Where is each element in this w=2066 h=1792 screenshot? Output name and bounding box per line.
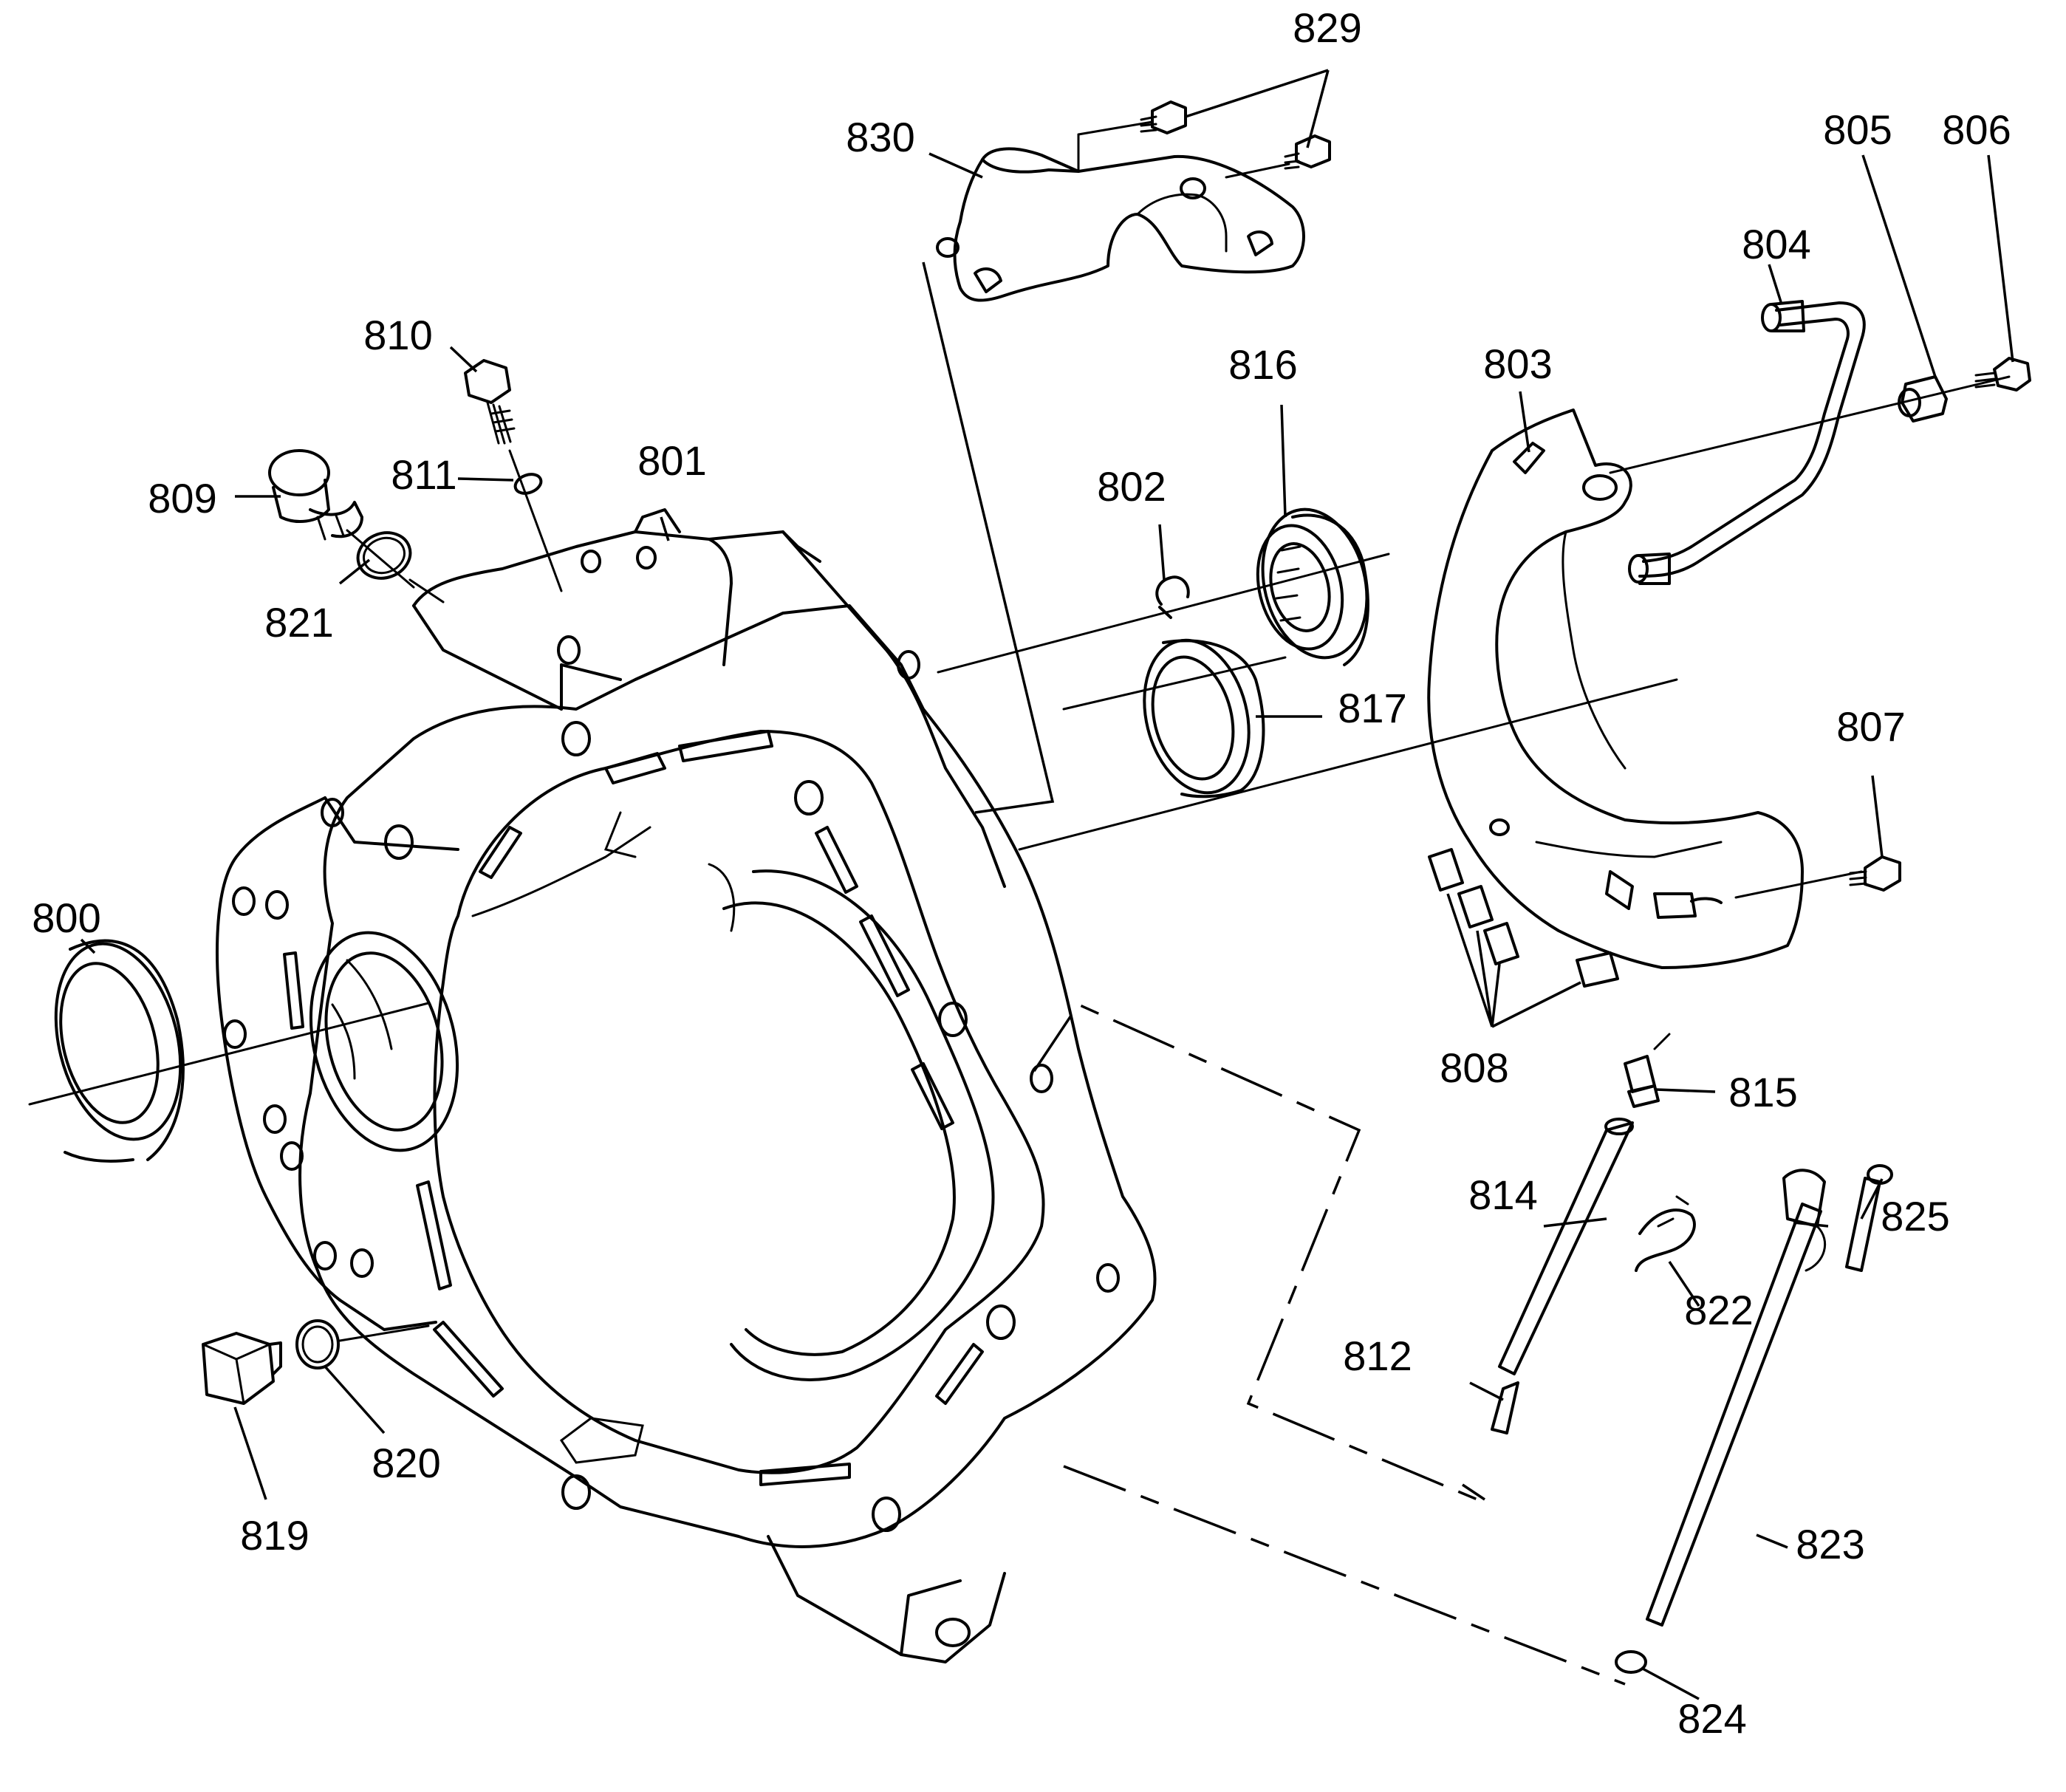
callout-812: 812 (1343, 1333, 1412, 1379)
part-808-pads (1428, 848, 1619, 1028)
callout-804: 804 (1742, 221, 1810, 267)
assembly-dashed-lines (1033, 1002, 1626, 1686)
callout-814: 814 (1468, 1172, 1537, 1218)
callout-824: 824 (1677, 1695, 1746, 1742)
callout-802: 802 (1097, 463, 1166, 510)
callout-815: 815 (1728, 1069, 1797, 1115)
callout-822: 822 (1684, 1287, 1753, 1333)
part-807-nut (1849, 855, 1901, 892)
part-804-tube (1628, 300, 1866, 585)
part-810-bolt (464, 359, 563, 592)
part-803-shield (1427, 408, 1863, 969)
callout-803: 803 (1483, 341, 1552, 387)
callout-821: 821 (264, 599, 333, 646)
callout-807: 807 (1836, 703, 1905, 750)
callout-811: 811 (391, 451, 456, 498)
part-801-housing (216, 508, 1157, 1663)
part-824-o-ring (1615, 1650, 1647, 1674)
part-822-clip (1635, 1195, 1696, 1272)
callout-817: 817 (1338, 685, 1406, 731)
callout-810: 810 (363, 312, 432, 358)
callout-825: 825 (1881, 1193, 1949, 1239)
part-815-fitting (1624, 1033, 1671, 1108)
callout-830: 830 (846, 114, 914, 160)
callout-820: 820 (372, 1440, 440, 1486)
part-812-fitting (1491, 1381, 1519, 1434)
callout-labels: 829 830 805 806 804 803 816 810 801 802 … (32, 4, 2011, 1742)
part-814-tube (1498, 1118, 1634, 1375)
callout-823: 823 (1796, 1521, 1864, 1567)
axis-lines (28, 261, 2011, 1106)
callout-808: 808 (1440, 1044, 1508, 1091)
flange-slots (283, 730, 984, 1486)
part-806-nut (1974, 357, 2031, 391)
part-805-clip (1898, 375, 1948, 423)
callout-806: 806 (1942, 106, 2011, 153)
part-802-snap-ring (1155, 575, 1190, 619)
part-820-washer (295, 1319, 430, 1369)
part-800-seal (54, 939, 185, 1163)
flange-bolt-holes (223, 546, 1120, 1532)
callout-829: 829 (1293, 4, 1361, 51)
part-829-bolts (1077, 100, 1331, 179)
callout-801: 801 (637, 437, 706, 484)
callout-819: 819 (240, 1512, 309, 1559)
callout-809: 809 (148, 475, 216, 521)
leader-lines (80, 69, 2014, 1700)
part-809-plug (268, 449, 363, 541)
part-811-washer (513, 473, 543, 495)
part-819-drain-plug (202, 1332, 282, 1405)
callout-800: 800 (32, 895, 100, 941)
part-830-bracket (936, 147, 1305, 302)
callout-805: 805 (1823, 106, 1892, 153)
part-816-bearing (1256, 507, 1369, 666)
part-823-dipstick (1646, 1169, 1827, 1627)
callout-816: 816 (1228, 341, 1297, 388)
part-817-seal (1143, 638, 1265, 798)
